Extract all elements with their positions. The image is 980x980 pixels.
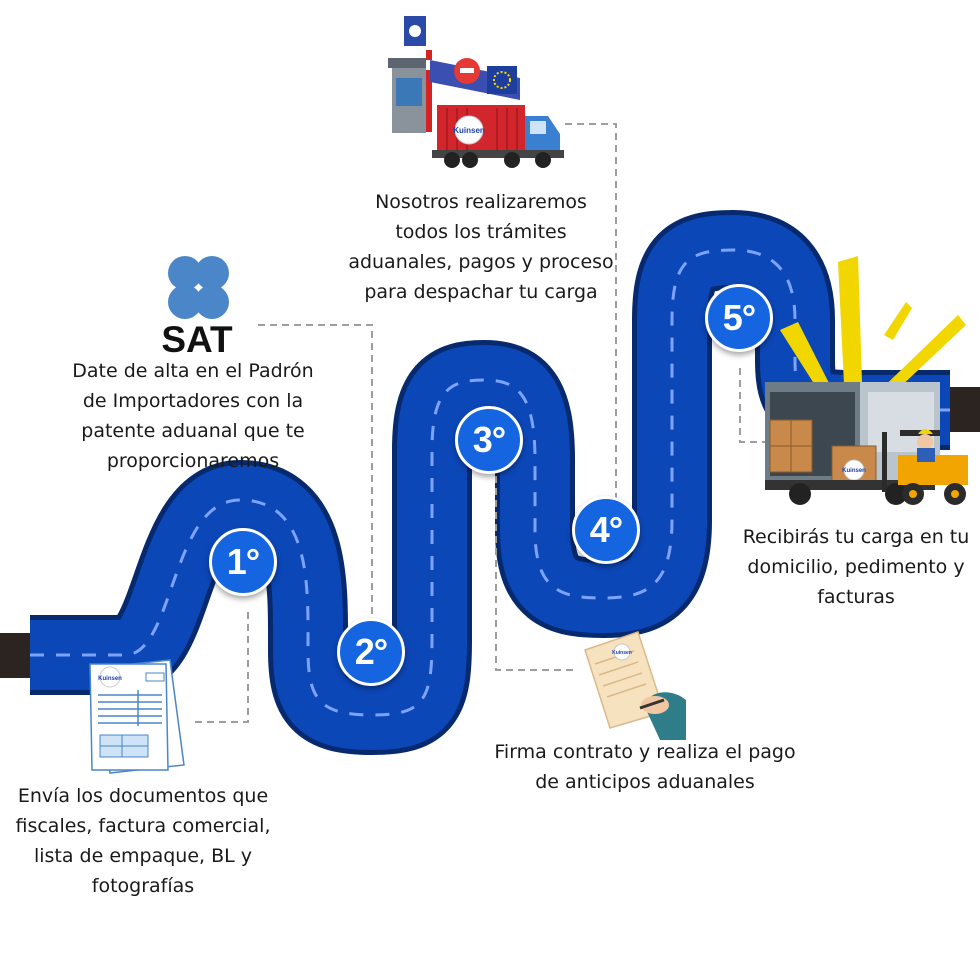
- step-2-badge: 2°: [337, 618, 405, 686]
- sat-logo-dot: [195, 256, 229, 290]
- description-line: domicilio, pedimento y: [736, 552, 976, 582]
- description-line: proporcionaremos: [62, 446, 324, 476]
- description-line: aduanales, pagos y proceso: [344, 247, 618, 277]
- step-3-description: Nosotros realizaremos todos los trámites…: [344, 187, 618, 307]
- brand-logo-delivery: Kuinsen: [842, 468, 866, 474]
- brand-logo-documents: Kuinsen: [98, 676, 122, 682]
- step-3-badge: 3°: [455, 406, 523, 474]
- description-line: Firma contrato y realiza el pago: [488, 737, 802, 767]
- road-end-left: [0, 633, 32, 678]
- brand-logo-contract: Kuinsen: [612, 650, 632, 656]
- description-line: todos los trámites: [344, 217, 618, 247]
- description-line: Date de alta en el Padrón: [62, 356, 324, 386]
- description-line: Nosotros realizaremos: [344, 187, 618, 217]
- description-line: fotografías: [12, 871, 274, 901]
- description-line: patente aduanal que te: [62, 416, 324, 446]
- contract-signing-illustration: Kuinsen: [585, 632, 686, 740]
- brand-logo-truck: Kuinsen: [453, 126, 485, 135]
- description-line: Recibirás tu carga en tu: [736, 522, 976, 552]
- step-4-badge: 4°: [572, 496, 640, 564]
- sat-logo: SAT: [161, 256, 233, 360]
- step-4-description: Firma contrato y realiza el pago de anti…: [488, 737, 802, 797]
- description-line: de anticipos aduanales: [488, 767, 802, 797]
- step-2-description: Date de alta en el Padrón de Importadore…: [62, 356, 324, 476]
- step-5-badge: 5°: [705, 284, 773, 352]
- description-line: fiscales, factura comercial,: [12, 811, 274, 841]
- description-line: lista de empaque, BL y: [12, 841, 274, 871]
- customs-truck-illustration: Kuinsen: [388, 16, 564, 168]
- description-line: de Importadores con la: [62, 386, 324, 416]
- description-line: para despachar tu carga: [344, 277, 618, 307]
- step-1-badge: 1°: [209, 528, 277, 596]
- road-end-right: [948, 387, 980, 432]
- documents-illustration: Kuinsen: [90, 660, 184, 773]
- description-line: Envía los documentos que: [12, 781, 274, 811]
- description-line: facturas: [736, 582, 976, 612]
- step-1-description: Envía los documentos que fiscales, factu…: [12, 781, 274, 901]
- sat-logo-text: SAT: [161, 319, 233, 360]
- sat-logo-dot: [195, 285, 229, 319]
- step-5-description: Recibirás tu carga en tu domicilio, pedi…: [736, 522, 976, 612]
